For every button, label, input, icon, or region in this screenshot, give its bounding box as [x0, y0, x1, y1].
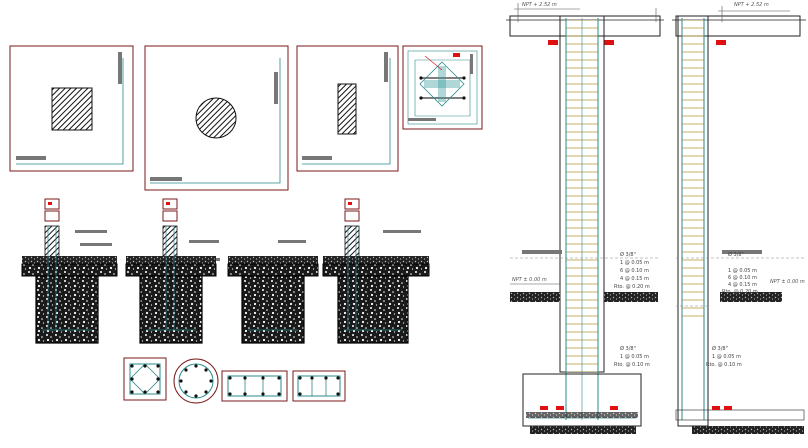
right-stirrup-upper-1: 1 @ 0.05 m: [728, 268, 757, 274]
right-stirrup-lower-0: Ø 3/8": [712, 345, 728, 352]
right-stirrup-upper-4: Rto. @ 0.20 m: [722, 289, 758, 295]
left-floor-level: NPT ± 0.00 m: [512, 277, 547, 283]
footing-detail-4: [322, 198, 430, 344]
column-section-rectangle: [296, 45, 399, 172]
elevation-right-labels: NPT + 2.52 m NPT ± 0.00 m Ø 3/8" 1 @ 0.0…: [706, 2, 805, 368]
left-stirrup-upper-3: 4 @ 0.15 m: [620, 276, 649, 282]
column-section-circle: [144, 45, 289, 191]
left-stirrup-lower-2: Rto. @ 0.10 m: [614, 362, 650, 368]
footing-detail-3: [227, 240, 319, 344]
left-stirrup-upper-1: 1 @ 0.05 m: [620, 260, 649, 266]
rebar-section-rectangle-a: [221, 370, 288, 402]
right-stirrup-lower-2: Rto. @ 0.10 m: [706, 362, 742, 368]
left-stirrup-lower-0: Ø 3/8": [620, 345, 636, 352]
footing-detail-2: [125, 198, 220, 344]
left-stirrup-upper-4: Rto. @ 0.20 m: [614, 284, 650, 290]
right-stirrup-upper-0: Ø 3/8": [728, 251, 744, 258]
rebar-section-circle: [173, 358, 219, 404]
right-stirrup-lower-1: 1 @ 0.05 m: [712, 354, 741, 360]
rebar-section-square: [123, 357, 167, 401]
right-floor-level: NPT ± 0.00 m: [770, 279, 805, 285]
left-stirrup-upper-2: 6 @ 0.10 m: [620, 268, 649, 274]
left-stirrup-lower-1: 1 @ 0.05 m: [620, 354, 649, 360]
column-elevation-right: [672, 6, 806, 434]
column-section-square: [9, 45, 134, 172]
right-stirrup-upper-3: 4 @ 0.15 m: [728, 282, 757, 288]
rebar-section-rectangle-b: [292, 370, 346, 402]
column-elevation-left: [506, 3, 664, 434]
left-stirrup-upper-0: Ø 3/8": [620, 251, 636, 258]
footing-detail-1: [21, 198, 118, 344]
left-top-level: NPT + 2.52 m: [522, 2, 557, 8]
elevation-left-labels: NPT + 2.52 m NPT ± 0.00 m Ø 3/8" 1 @ 0.0…: [510, 2, 650, 368]
right-top-level: NPT + 2.52 m: [734, 2, 769, 8]
right-stirrup-upper-2: 6 @ 0.10 m: [728, 275, 757, 281]
column-section-detail: [402, 45, 483, 130]
